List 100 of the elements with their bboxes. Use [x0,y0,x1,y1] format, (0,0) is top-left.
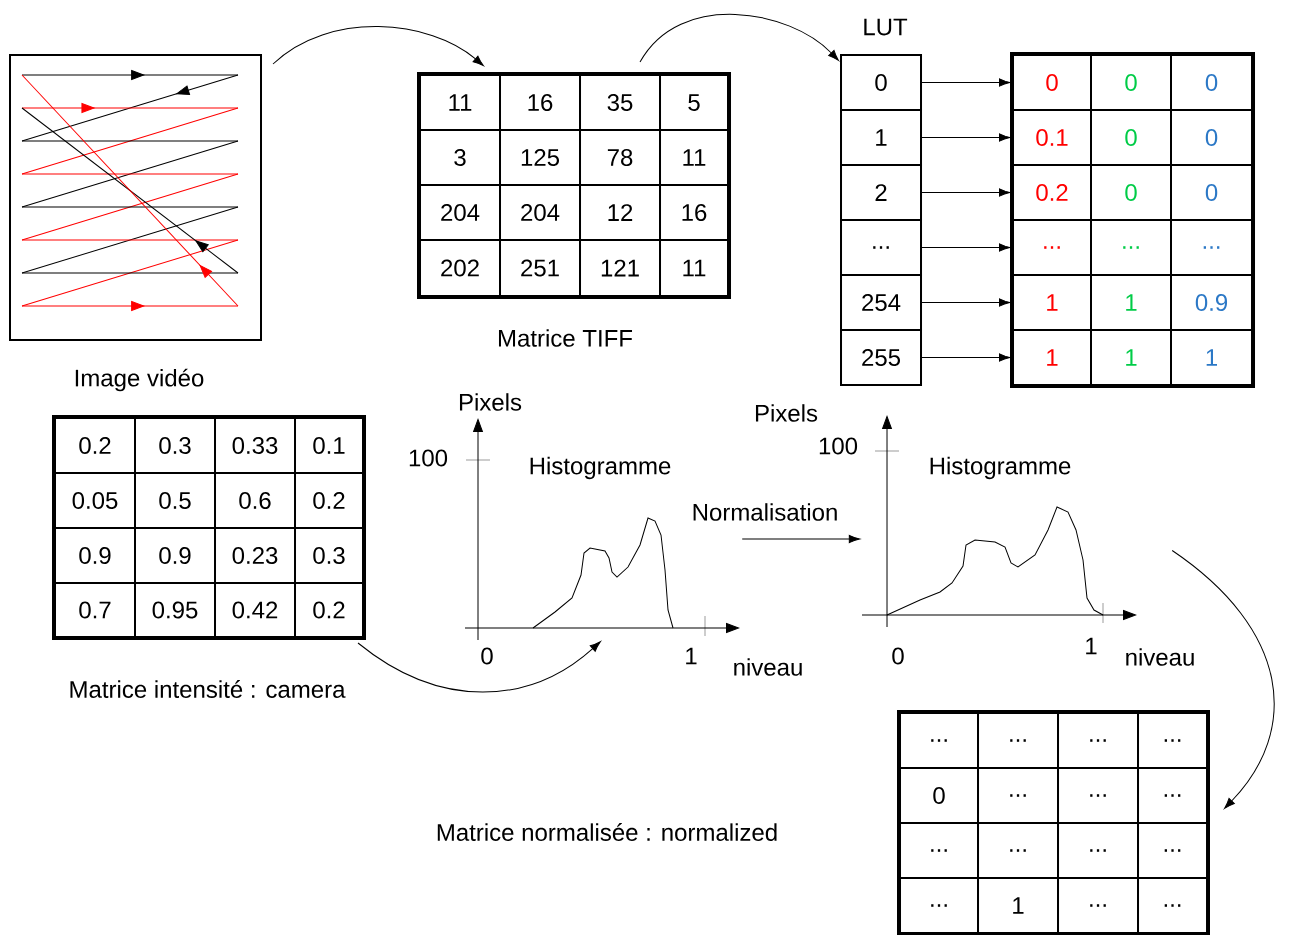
edge-label: Normalisation [690,502,840,522]
lut-cell: 254 [840,274,922,331]
axis-label: niveau [1126,648,1194,666]
arrow [921,298,1011,307]
table-cell: ... [977,767,1059,824]
table-cell: 121 [579,239,661,297]
tick-label: 0 [481,647,493,665]
table-caption: Matrice intensité : camera [70,680,346,698]
table-cell: 1 [977,877,1059,934]
lut-cell: 2 [840,164,922,221]
table-cell: 3 [419,129,501,186]
table-cell: 204 [419,184,501,241]
lut-cell: 1 [840,109,922,166]
frame-caption: Image vidéo [75,368,204,392]
table-cell: ... [1057,712,1139,769]
table-cell: 35 [579,74,661,131]
table-cell: 0.7 [54,582,136,638]
arrow [921,353,1011,362]
arrow [357,641,601,693]
table-cell: 125 [499,129,581,186]
table-cell: ... [1137,767,1208,824]
table-caption: Matrice TIFF [499,329,632,347]
tick-label: 1 [1086,637,1097,655]
cell-value: ... [1123,246,1139,249]
table-cell: ... [977,822,1059,879]
chart-title: Histogramme [930,456,1071,480]
table-cell: 0.95 [134,582,216,638]
cell-value: 0 [1125,129,1137,146]
table-cell: 11 [659,129,729,186]
table-cell: 0.42 [214,582,296,638]
cell-value: 0 [1125,184,1137,201]
cell-value: 0 [1205,129,1218,146]
table-cell: 11 [419,74,501,131]
table-cell: 5 [659,74,729,131]
arrow [639,13,839,63]
table-cell: 0.6 [214,472,296,529]
table-cell: 0.5 [134,472,216,529]
table-cell: ... [1137,822,1208,879]
table-cell: ... [1057,767,1139,824]
table-cell: 0.2 [54,417,136,474]
lut-cell: ... [840,219,922,276]
table-cell: ... [899,877,979,934]
table-cell: 0.23 [214,527,296,584]
lut-cell: 0 [840,54,922,111]
table-cell: ... [977,712,1059,769]
table-cell: 0.1 [294,417,364,474]
table-cell: 0 [899,767,979,824]
cell-value: ... [1044,246,1060,249]
table-cell: 12 [579,184,661,241]
cell-value: 1 [1047,294,1058,311]
arrow [1171,550,1275,809]
table-cell: ... [1137,712,1208,769]
tick-label: 100 [819,437,858,455]
arrow [921,133,1011,142]
cell-value: ... [1203,246,1220,249]
table-cell: 251 [499,239,581,297]
table-cell: 0.33 [214,417,296,474]
arrow [921,78,1011,87]
cell-value: 0.1 [1036,129,1068,146]
cell-value: 1 [1206,349,1217,366]
lut-cell: 255 [840,329,922,386]
axis-label: Pixels [756,404,818,422]
table-caption: Matrice normalisée : normalized [437,823,777,841]
table-caption: LUT [864,18,908,36]
table-cell: 0.2 [294,582,364,638]
table-cell: 16 [499,74,581,131]
arrow [272,26,484,67]
cell-value: 1 [1047,349,1058,366]
tick-label: 1 [686,647,697,665]
table-cell: ... [899,822,979,879]
table-cell: 0.2 [294,472,364,529]
arrow [921,243,1011,252]
cell-value: 1 [1126,294,1137,311]
axis-label: Pixels [459,393,522,411]
table-cell: 202 [419,239,501,297]
cell-value: 1 [1126,349,1137,366]
cell-value: 0.2 [1036,184,1068,201]
table-cell: ... [1137,877,1208,934]
table-cell: 204 [499,184,581,241]
table-cell: 0.05 [54,472,136,529]
table-cell: ... [1057,822,1139,879]
cell-value: 0 [1125,74,1137,91]
chart-title: Histogramme [530,456,671,480]
arrow [921,188,1011,197]
cell-value: 0 [1205,74,1218,91]
table-cell: 0.3 [134,417,216,474]
table-cell: ... [1057,877,1139,934]
table-cell: 11 [659,239,729,297]
table-cell: 0.9 [134,527,216,584]
tick-label: 100 [409,449,448,467]
cell-value: 0 [1205,184,1218,201]
color-table [1010,52,1255,388]
cell-value: 0 [1046,74,1058,91]
tick-label: 0 [892,647,904,665]
table-cell: 78 [579,129,661,186]
axis-label: niveau [734,658,802,676]
table-cell: ... [899,712,979,769]
table-cell: 0.3 [294,527,364,584]
table-cell: 16 [659,184,729,241]
table-cell: 0.9 [54,527,136,584]
